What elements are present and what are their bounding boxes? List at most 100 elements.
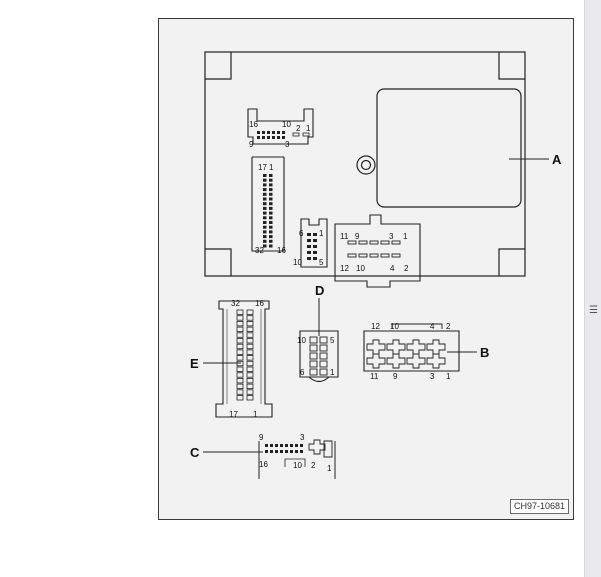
connector-e-pins: 32 16 17 1 <box>229 299 264 419</box>
pin-cavity <box>246 366 254 372</box>
pin-label: 9 <box>355 232 360 241</box>
pin-cavity <box>246 338 254 344</box>
pin-cavity <box>246 332 254 338</box>
pin-cavity <box>236 315 244 321</box>
pin-label: 32 <box>255 246 264 255</box>
pin-label: 10 <box>293 258 302 267</box>
corner-tab-bottom-left <box>205 248 232 276</box>
pin-cavity <box>236 372 244 378</box>
pin-contact <box>263 230 267 234</box>
pin-contact <box>263 216 267 220</box>
side-panel: ☰ <box>584 0 601 577</box>
pin-cavity <box>246 383 254 390</box>
callout-b-label: B <box>480 345 489 360</box>
control-unit-housing <box>204 51 526 277</box>
housing-connector-long-pins: 17 1 32 16 <box>255 163 286 255</box>
pin-label: 4 <box>430 322 435 331</box>
pin-contact <box>269 188 273 192</box>
pin-contact <box>263 178 267 182</box>
pin-label: 3 <box>430 372 435 381</box>
list-icon[interactable]: ☰ <box>589 305 598 316</box>
pin-contact <box>263 239 267 243</box>
housing-outline <box>204 51 526 277</box>
pin-label: 1 <box>403 232 408 241</box>
pin-contact <box>263 211 267 215</box>
pin-label: 2 <box>404 264 409 273</box>
connector-b <box>363 323 460 372</box>
pin-contact <box>263 221 267 224</box>
pin-label: 2 <box>296 124 301 133</box>
pin-label: 32 <box>231 299 240 308</box>
pin-label: 10 <box>390 322 399 331</box>
pin-cavity <box>246 343 254 350</box>
connector-diagram-figure: 16 10 2 1 9 3 17 1 32 16 <box>158 18 574 520</box>
pin-label: 9 <box>259 433 264 442</box>
housing-connector-right <box>334 214 421 288</box>
pin-contact <box>263 202 267 206</box>
callout-a-label: A <box>552 152 562 167</box>
pin-cavity <box>246 355 254 361</box>
pin-cavity <box>236 338 244 344</box>
pin-label: 3 <box>300 433 305 442</box>
pin-label: 1 <box>306 124 311 133</box>
pin-label: 1 <box>253 410 258 419</box>
pin-contact <box>269 211 273 215</box>
pin-cavity <box>236 355 244 361</box>
pin-cavity <box>236 349 244 355</box>
pin-contact <box>263 235 267 239</box>
pin-contact <box>269 174 273 177</box>
connector-d <box>299 330 339 383</box>
pin-label: 9 <box>249 140 254 149</box>
housing-connector-long <box>251 156 285 252</box>
pin-label: 9 <box>393 372 398 381</box>
figure-reference-code: CH97-10681 <box>509 499 569 514</box>
pin-label: 16 <box>255 299 264 308</box>
pin-contact <box>269 216 273 220</box>
pin-contact <box>263 183 267 187</box>
pin-cavity <box>246 372 254 378</box>
pin-label: 1 <box>446 372 451 381</box>
pin-contact <box>269 202 273 206</box>
pin-label: 16 <box>259 460 268 469</box>
connector-e <box>215 300 273 418</box>
pin-label: 11 <box>340 232 349 241</box>
pin-label: 10 <box>282 120 291 129</box>
pin-cavity <box>246 309 254 315</box>
connector-b-pins: 12 10 4 2 11 9 3 1 <box>370 322 451 381</box>
pin-cavity <box>246 349 254 355</box>
pin-contact <box>263 244 267 248</box>
pin-label: 16 <box>277 246 286 255</box>
pin-cavity <box>236 360 244 367</box>
connector-c-pins: 9 3 16 10 2 1 <box>259 433 332 473</box>
pin-contact <box>269 244 273 248</box>
pin-cavity <box>246 360 254 367</box>
housing-connector-right-pins: 11 9 3 1 12 10 4 2 <box>340 232 409 273</box>
callout-c-label: C <box>190 445 200 460</box>
pin-label: 10 <box>293 461 302 470</box>
pin-label: 11 <box>370 372 379 381</box>
pin-cavity <box>236 320 244 327</box>
pin-cavity <box>246 389 254 395</box>
connector-d-pins: 10 5 6 1 <box>297 336 335 377</box>
pin-cavity <box>236 326 244 333</box>
pin-label: 1 <box>319 229 324 238</box>
pin-label: 6 <box>300 368 305 377</box>
pin-cavity <box>236 366 244 372</box>
pin-contact <box>263 225 267 229</box>
pin-cavity <box>236 389 244 395</box>
pin-cavity <box>246 377 254 384</box>
corner-tab-top-right <box>498 52 525 80</box>
label-plate <box>376 88 522 208</box>
pin-label: 2 <box>311 461 316 470</box>
pin-label: 3 <box>389 232 394 241</box>
housing-connector-small-pins: 6 1 10 5 <box>293 229 324 267</box>
pin-cavity <box>246 326 254 333</box>
pin-cavity <box>236 332 244 338</box>
pin-label: 12 <box>340 264 349 273</box>
pin-label: 16 <box>249 120 258 129</box>
pin-cavity <box>236 309 244 315</box>
pin-cavity <box>246 320 254 327</box>
pin-label: 3 <box>285 140 290 149</box>
pin-cavity <box>236 383 244 390</box>
pin-contact <box>263 188 267 192</box>
